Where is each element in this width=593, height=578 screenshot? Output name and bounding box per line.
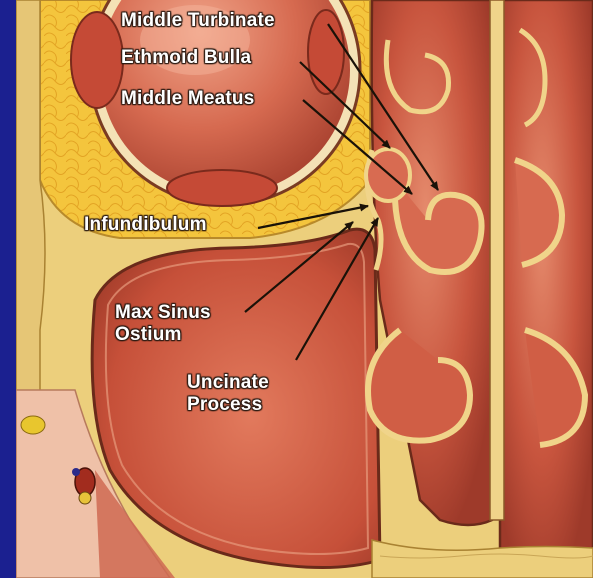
inferior-muscle [167,170,277,206]
small-yellow-node [21,416,45,434]
label-max-sinus-ostium: Max Sinus Ostium [115,302,211,346]
label-uncinate-line2: Process [187,394,269,416]
label-max-sinus-line1: Max Sinus [115,302,211,324]
label-max-sinus-line2: Ostium [115,324,211,346]
nasal-anatomy-illustration [16,0,593,578]
label-ethmoid-bulla: Ethmoid Bulla [121,47,251,69]
ethmoid-bulla-shape [366,149,410,201]
nerve-dot [79,492,91,504]
label-uncinate-line1: Uncinate [187,372,269,394]
nasal-septum [490,0,504,520]
label-middle-meatus: Middle Meatus [121,88,255,110]
label-middle-turbinate: Middle Turbinate [121,10,275,32]
label-uncinate-process: Uncinate Process [187,372,269,416]
superior-muscle [308,10,344,94]
medial-muscle [71,12,123,108]
label-infundibulum: Infundibulum [84,214,207,236]
vessel-dot [72,468,80,476]
